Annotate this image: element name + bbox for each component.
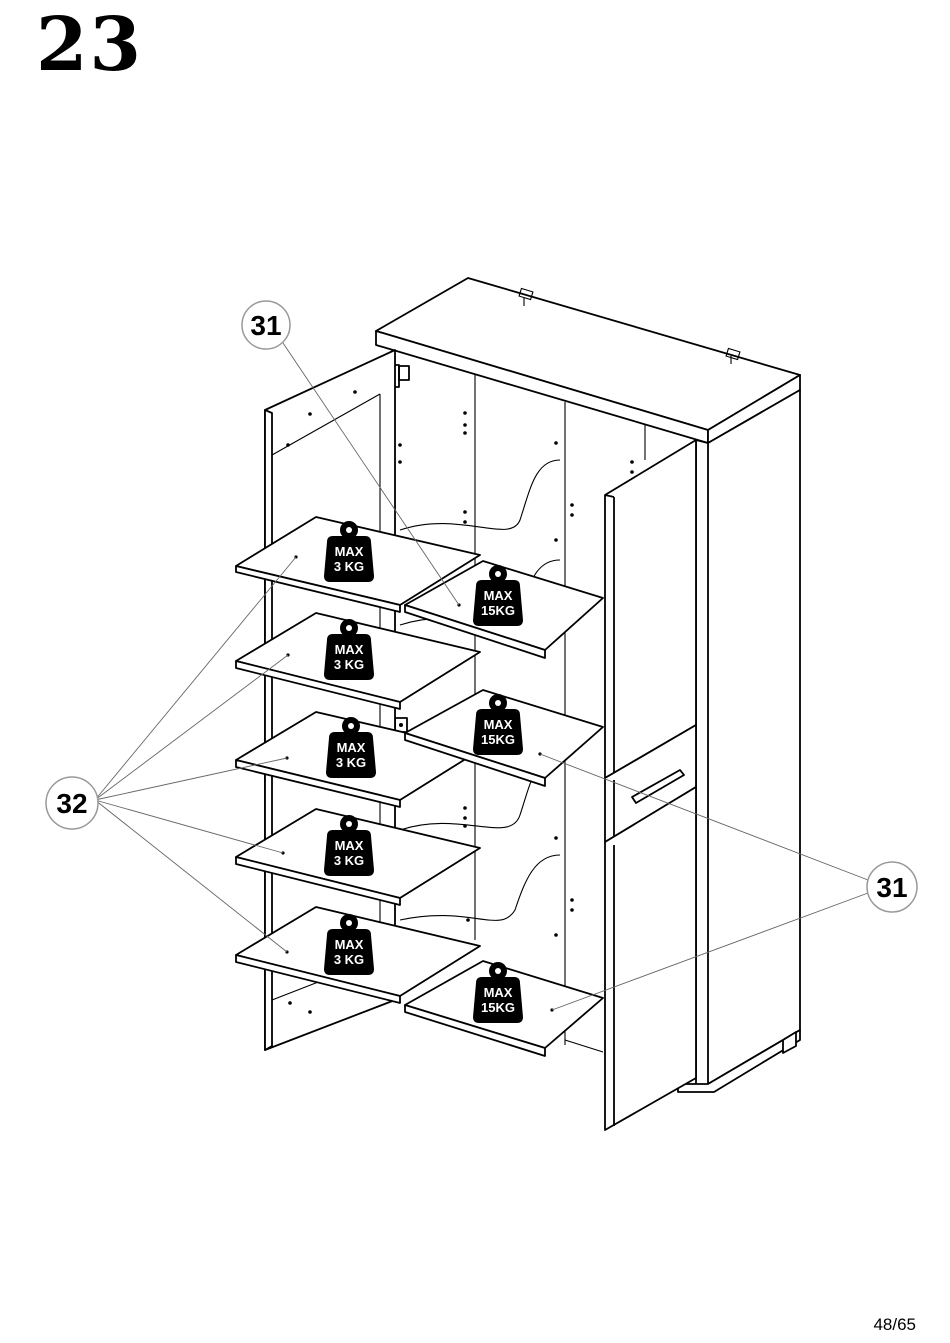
weight-max-label: MAX xyxy=(484,588,513,603)
callout-31-right: 31 xyxy=(866,861,918,913)
wall-bracket-left xyxy=(518,287,534,306)
weight-value-label: 15KG xyxy=(481,603,515,618)
weight-value-label: 3 KG xyxy=(336,755,366,770)
weight-icon: MAX 15KG xyxy=(473,962,523,1023)
leader-lines xyxy=(94,342,869,1011)
page-number: 48/65 xyxy=(873,1315,916,1334)
weight-max-label: MAX xyxy=(335,838,364,853)
weight-icon: MAX 3 KG xyxy=(326,717,376,778)
right-lower-door xyxy=(604,786,697,1131)
weight-value-label: 15KG xyxy=(481,1000,515,1015)
weight-value-label: 3 KG xyxy=(334,559,364,574)
right-upper-door xyxy=(604,439,697,779)
weight-icon: MAX 3 KG xyxy=(324,815,374,876)
weight-value-label: 3 KG xyxy=(334,952,364,967)
callout-label: 32 xyxy=(56,788,87,819)
weight-icon: MAX 3 KG xyxy=(324,914,374,975)
weight-value-label: 3 KG xyxy=(334,657,364,672)
weight-max-label: MAX xyxy=(335,642,364,657)
callout-label: 31 xyxy=(876,872,907,903)
weight-value-label: 15KG xyxy=(481,732,515,747)
weight-max-label: MAX xyxy=(337,740,366,755)
weight-icon: MAX 3 KG xyxy=(324,619,374,680)
callout-label: 31 xyxy=(250,310,281,341)
weight-max-label: MAX xyxy=(335,544,364,559)
wall-bracket-right xyxy=(725,347,741,364)
weight-max-label: MAX xyxy=(484,717,513,732)
weight-value-label: 3 KG xyxy=(334,853,364,868)
weight-max-label: MAX xyxy=(484,985,513,1000)
shelf-pin-holes xyxy=(378,411,634,937)
weight-max-label: MAX xyxy=(335,937,364,952)
weight-icon: MAX 15KG xyxy=(473,565,523,626)
callout-31-top: 31 xyxy=(241,300,291,350)
weight-icon: MAX 15KG xyxy=(473,694,523,755)
weight-icon: MAX 3 KG xyxy=(324,521,374,582)
step-number: 23 xyxy=(36,2,143,88)
callout-32: 32 xyxy=(45,776,99,830)
